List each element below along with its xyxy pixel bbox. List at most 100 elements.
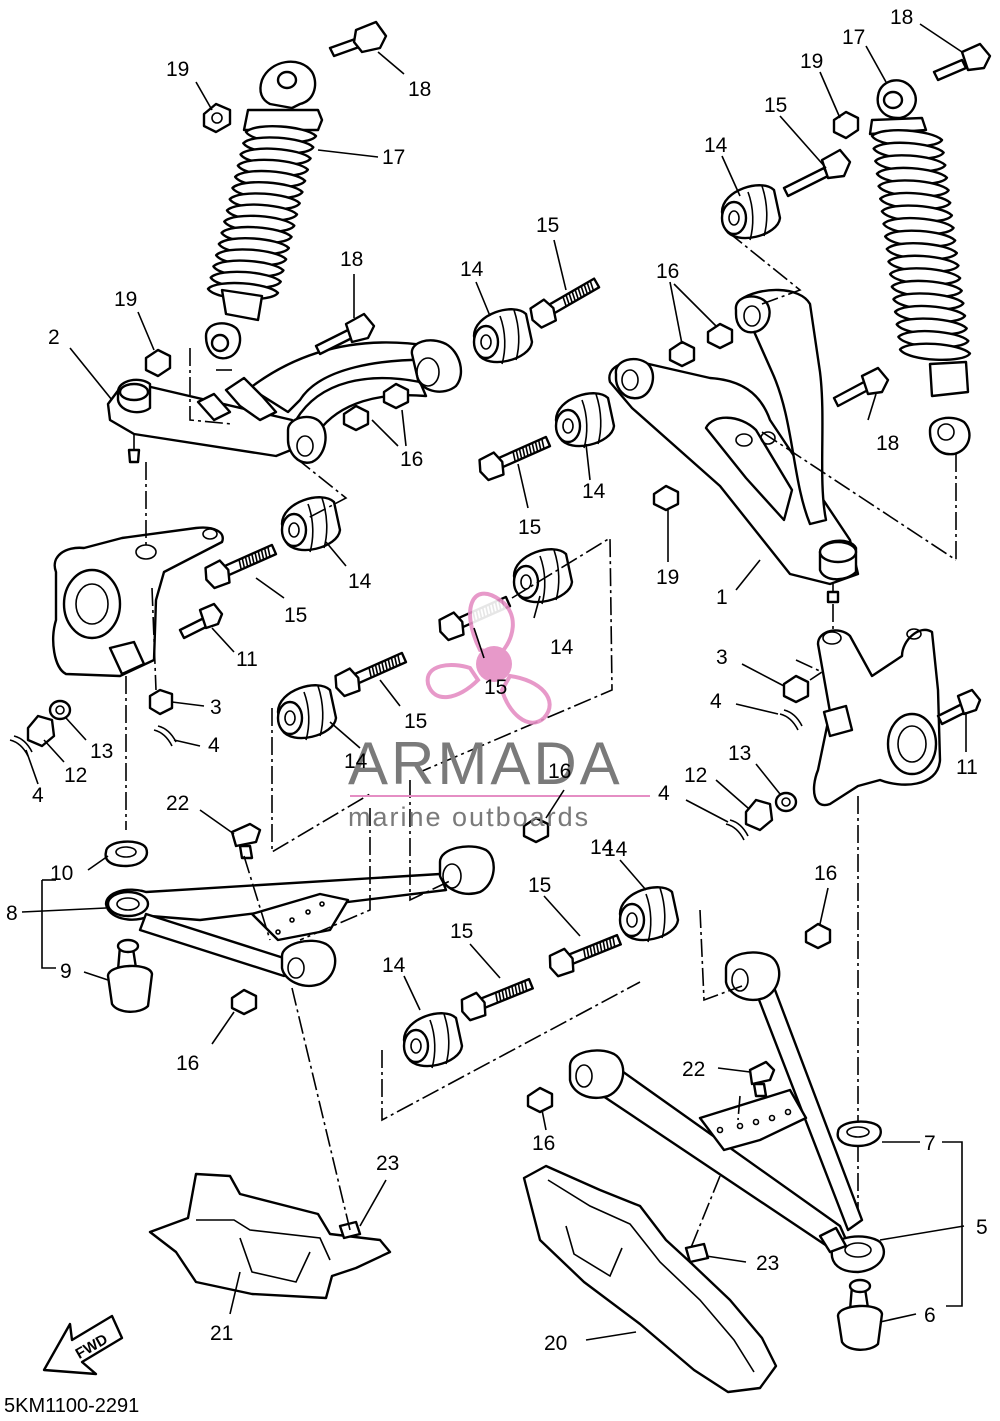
callout-11: 11 (956, 756, 978, 779)
callout-22: 22 (682, 1058, 705, 1081)
circlip-7 (836, 1120, 882, 1148)
bushing-14 (554, 392, 616, 449)
right-arm-guard-20 (522, 1164, 778, 1394)
callout-14: 14 (550, 636, 574, 659)
nut-16-right-lower-b (526, 1086, 554, 1114)
callout-16: 16 (656, 260, 679, 283)
propeller-logo-icon (425, 591, 552, 725)
nut-19-top-left (202, 102, 232, 134)
callout-23: 23 (756, 1252, 779, 1275)
bushing-14 (280, 496, 342, 553)
nut-12-right (744, 798, 774, 832)
bolt-18-left-arm (314, 312, 376, 356)
callout-14: 14 (582, 480, 606, 503)
callout-11: 11 (236, 648, 258, 671)
callout-14: 14 (704, 134, 728, 157)
bolt-22-left (230, 822, 262, 860)
callout-14: 14 (460, 258, 484, 281)
cotter-pin-4-right-b (725, 819, 749, 841)
callout-6: 6 (924, 1304, 936, 1327)
washer-13-left (48, 699, 72, 721)
nut-16-left-lower (230, 988, 258, 1016)
callout-15: 15 (450, 920, 473, 943)
armada-watermark: ARMADA marine outboards (348, 591, 650, 832)
nut-19-right-arm (652, 484, 680, 512)
callout-19: 19 (800, 50, 823, 73)
callout-21: 21 (210, 1322, 233, 1345)
callout-18: 18 (876, 432, 899, 455)
bolt-18-top-right (932, 42, 992, 82)
callout-14: 14 (382, 954, 406, 977)
callout-4: 4 (710, 690, 722, 713)
callout-leader-lines (21, 23, 967, 1341)
ball-joint-6 (836, 1278, 884, 1351)
bushing-14 (472, 308, 534, 365)
callout-15: 15 (536, 214, 559, 237)
castle-nut-3-right (782, 674, 810, 704)
nut-12-left (26, 714, 56, 748)
callout-14: 14 (348, 570, 372, 593)
bolt-15 (529, 277, 601, 329)
cotter-pin-4-left-a (153, 725, 177, 747)
right-steering-knuckle (812, 628, 942, 1220)
left-steering-knuckle (52, 462, 224, 830)
bolt-18-right-arm (832, 366, 890, 408)
right-shock-absorber (868, 79, 972, 560)
callout-2: 2 (48, 326, 60, 349)
nut-19-left-arm (144, 348, 172, 378)
bolt-11-left (178, 602, 224, 640)
washer-13-right (774, 791, 798, 813)
watermark-brand: ARMADA (348, 730, 623, 797)
callout-18: 18 (340, 248, 363, 271)
bushing-14 (276, 684, 338, 741)
callout-22: 22 (166, 792, 189, 815)
callout-19: 19 (114, 288, 137, 311)
callout-7: 7 (924, 1132, 936, 1155)
callout-10: 10 (50, 862, 73, 885)
nut-16-left-arm-b (382, 382, 410, 410)
callout-3: 3 (716, 646, 728, 669)
callout-labels: 19 18 17 18 19 2 14 15 16 14 15 14 15 11… (6, 6, 988, 1355)
nut-19-top-right (832, 110, 860, 140)
callout-13: 13 (728, 742, 751, 765)
callout-4: 4 (32, 784, 44, 807)
callout-4: 4 (208, 734, 220, 757)
spring-coil (898, 342, 972, 362)
bolt-11-right (936, 688, 982, 726)
callout-12: 12 (684, 764, 707, 787)
nut-16-left-arm-a (342, 404, 370, 432)
nut-16-right-lower-a (804, 922, 832, 950)
callout-15: 15 (284, 604, 307, 627)
bushing-14 (618, 886, 680, 943)
left-upper-arm (106, 339, 463, 464)
callout-15: 15 (518, 516, 541, 539)
bolt-15 (478, 435, 552, 482)
callout-15: 15 (484, 676, 507, 699)
nut-16-right-upper-a (668, 340, 696, 368)
bolt-15 (334, 651, 408, 698)
callout-14: 14 (344, 750, 368, 773)
callout-16: 16 (532, 1132, 555, 1155)
bolt-15 (204, 543, 278, 590)
callout-14: 14 (604, 838, 628, 861)
callout-4: 4 (658, 782, 670, 805)
callout-17: 17 (842, 26, 865, 49)
nut-16-right-upper-b (706, 322, 734, 350)
callout-18: 18 (408, 78, 431, 101)
callout-13: 13 (90, 740, 113, 763)
callout-16: 16 (548, 760, 571, 783)
watermark-tagline: marine outboards (348, 802, 590, 832)
callout-19: 19 (166, 58, 189, 81)
callout-8: 8 (6, 902, 18, 925)
left-arm-guard-21 (148, 1172, 392, 1300)
cotter-pin-4-right-a (779, 709, 803, 731)
callout-16: 16 (814, 862, 837, 885)
callout-9: 9 (60, 960, 72, 983)
callout-14: 14 (590, 836, 614, 859)
callout-16: 16 (176, 1052, 199, 1075)
callout-17: 17 (382, 146, 405, 169)
callout-23: 23 (376, 1152, 399, 1175)
callout-12: 12 (64, 764, 87, 787)
bushing-14 (720, 184, 782, 241)
callout-5: 5 (976, 1216, 988, 1239)
